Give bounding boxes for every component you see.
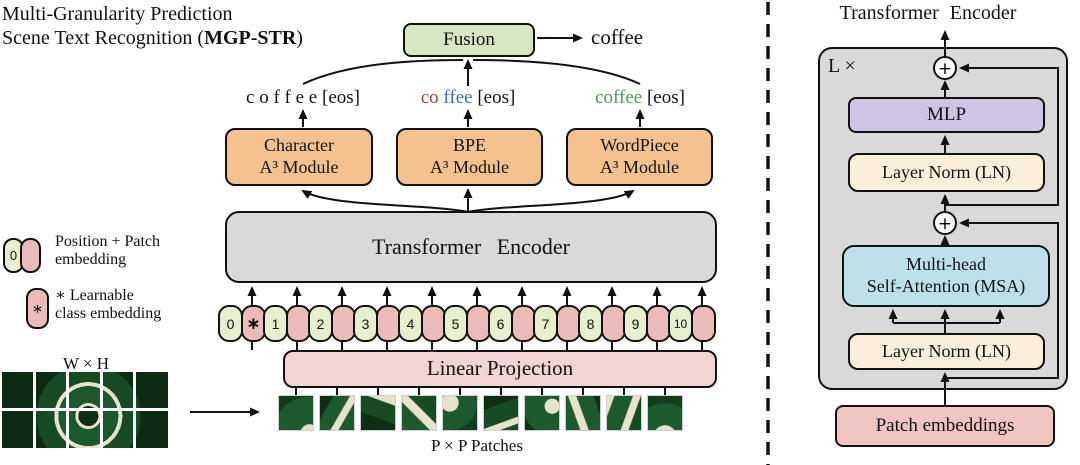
position-token-3: 3 bbox=[353, 305, 378, 342]
transformer-encoder-box: Transformer Encoder bbox=[225, 211, 717, 283]
image-patch-7 bbox=[524, 395, 560, 431]
patch-token-10 bbox=[691, 305, 716, 342]
position-token-8: 8 bbox=[578, 305, 603, 342]
image-patch-8 bbox=[565, 395, 601, 431]
mlp-box: MLP bbox=[848, 97, 1045, 133]
image-patch-6 bbox=[483, 395, 519, 431]
patch-embeddings-box: Patch embeddings bbox=[835, 405, 1055, 447]
residual-msa bbox=[945, 218, 1059, 379]
title-prefix: Scene Text Recognition ( bbox=[2, 27, 205, 49]
image-patch-10 bbox=[647, 395, 683, 431]
image-patch-2 bbox=[319, 395, 355, 431]
residual-mlp bbox=[945, 63, 1059, 206]
coffee-logo-image bbox=[2, 372, 168, 448]
final-output-text: coffee bbox=[591, 25, 644, 49]
position-token-2: 2 bbox=[308, 305, 333, 342]
image-patch-4 bbox=[401, 395, 437, 431]
wordpiece-a3-module: WordPiece A³ Module bbox=[566, 128, 713, 186]
msa-box: Multi-head Self-Attention (MSA) bbox=[842, 245, 1050, 307]
position-token-5: 5 bbox=[443, 305, 468, 342]
fusion-box: Fusion bbox=[403, 23, 535, 57]
position-token-10: 10 bbox=[668, 305, 693, 342]
position-token-1: 1 bbox=[263, 305, 288, 342]
position-token-0: 0 bbox=[218, 305, 243, 342]
position-token-7: 7 bbox=[533, 305, 558, 342]
bpe-a3-module: BPE A³ Module bbox=[396, 128, 543, 186]
input-image-label: W × H bbox=[62, 354, 110, 373]
image-patch-1 bbox=[278, 395, 314, 431]
figure-title-line1: Multi-Granularity Prediction bbox=[2, 3, 233, 25]
add-node-middle: + bbox=[933, 211, 957, 235]
image-patch-3 bbox=[360, 395, 396, 431]
encoder-detail-title: Transformer Encoder bbox=[839, 2, 1017, 24]
layer-norm-top-box: Layer Norm (LN) bbox=[848, 153, 1045, 192]
svg-text:+: + bbox=[938, 214, 952, 234]
patch-token-3 bbox=[376, 305, 401, 342]
title-suffix: ) bbox=[296, 27, 303, 49]
legend-class-embedding-label: ∗ Learnable class embedding bbox=[55, 287, 162, 322]
image-patch-9 bbox=[606, 395, 642, 431]
title-acronym: MGP-STR bbox=[204, 27, 297, 49]
position-token-6: 6 bbox=[488, 305, 513, 342]
add-node-top: + bbox=[933, 56, 957, 80]
legend-position-patch-label: Position + Patch embedding bbox=[55, 233, 161, 268]
loop-count-label: L × bbox=[828, 55, 856, 77]
position-token-4: 4 bbox=[398, 305, 423, 342]
layer-norm-bottom-box: Layer Norm (LN) bbox=[848, 333, 1045, 370]
patch-token-9 bbox=[646, 305, 671, 342]
linear-projection-box: Linear Projection bbox=[283, 350, 717, 388]
wordpiece-prediction: coffee [eos] bbox=[595, 87, 685, 108]
legend-position-pill: 0 bbox=[3, 238, 24, 273]
character-a3-module: Character A³ Module bbox=[225, 128, 373, 186]
image-grid-line bbox=[2, 408, 168, 411]
legend-class-pill: ∗ bbox=[26, 288, 49, 329]
figure-title-line2: Scene Text Recognition (MGP-STR) bbox=[2, 27, 303, 50]
image-patch-5 bbox=[442, 395, 478, 431]
character-prediction: c o f f e e [eos] bbox=[246, 87, 360, 108]
svg-text:+: + bbox=[938, 59, 952, 79]
legend-patch-pill bbox=[20, 238, 41, 273]
position-token-9: 9 bbox=[623, 305, 648, 342]
class-token: ∗ bbox=[241, 305, 266, 342]
bpe-prediction: co ffee [eos] bbox=[420, 87, 516, 108]
patches-caption: P × P Patches bbox=[431, 436, 523, 455]
